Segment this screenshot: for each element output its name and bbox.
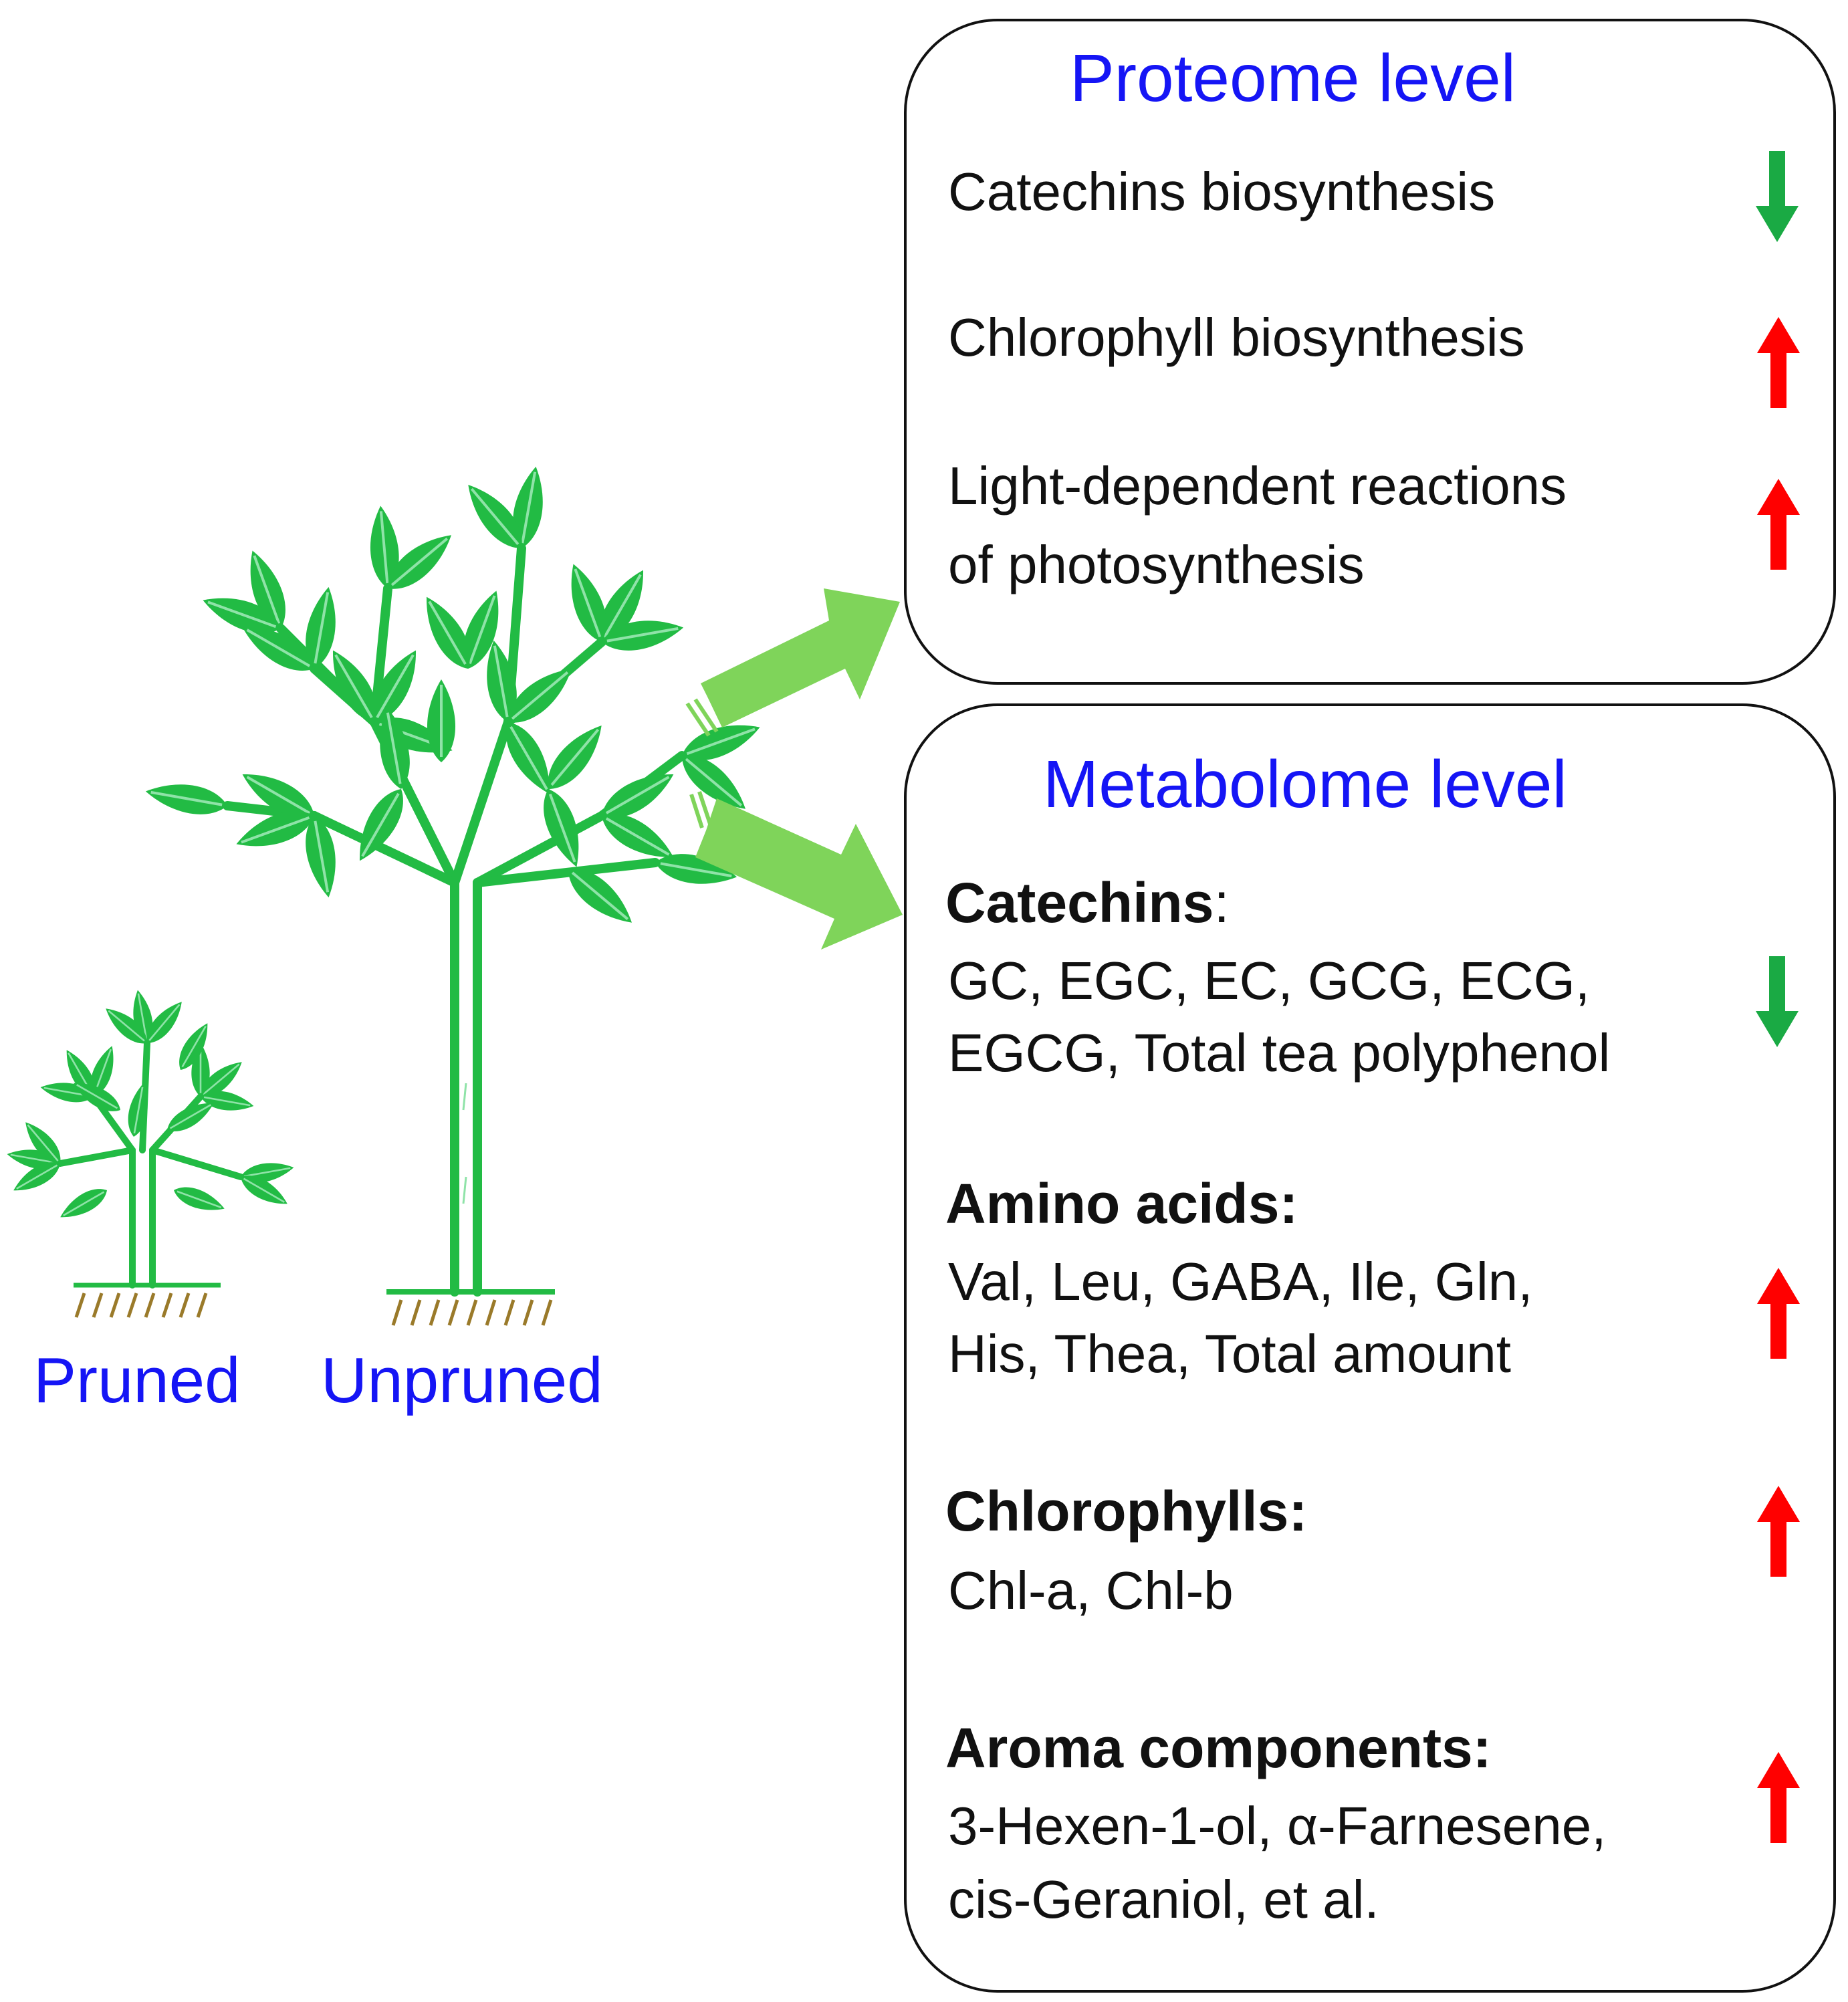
chlorophylls-list-line1: Chl-a, Chl-b (948, 1561, 1234, 1620)
pruned-label: Pruned (33, 1345, 241, 1416)
aroma-components-list-line1: 3-Hexen-1-ol, α-Farnesene, (948, 1796, 1607, 1856)
green-down-arrow-icon (1756, 151, 1799, 242)
catechins-list-line2: EGCG, Total tea polyphenol (948, 1023, 1611, 1083)
amino-acids-list-line2: His, Thea, Total amount (948, 1324, 1511, 1383)
proteome-panel (904, 19, 1836, 685)
pruned-ground (74, 1283, 221, 1318)
proteome-item-catechins: Catechins biosynthesis (948, 162, 1496, 221)
red-up-arrow-icon (1757, 479, 1800, 570)
catechins-heading: Catechins: (945, 871, 1230, 935)
unpruned-label: Unpruned (321, 1345, 603, 1416)
amino-acids-heading: Amino acids: (945, 1172, 1298, 1235)
red-up-arrow-icon (1757, 1486, 1800, 1577)
proteome-item-chlorophyll: Chlorophyll biosynthesis (948, 308, 1525, 367)
red-up-arrow-icon (1757, 1752, 1800, 1843)
unpruned-ground (386, 1289, 555, 1326)
amino-acids-list-line1: Val, Leu, GABA, Ile, Gln, (948, 1252, 1533, 1311)
green-block-arrow-icon (689, 791, 903, 950)
catechins-heading-colon: : (1214, 871, 1230, 934)
catechins-heading-text: Catechins (945, 871, 1214, 934)
metabolome-panel (904, 703, 1836, 1993)
proteome-item-light-reactions-line1: Light-dependent reactions (948, 456, 1567, 516)
proteome-title: Proteome level (1070, 41, 1516, 116)
aroma-components-list-line2: cis-Geraniol, et al. (948, 1870, 1379, 1929)
red-up-arrow-icon (1757, 1268, 1800, 1359)
green-down-arrow-icon (1756, 956, 1799, 1047)
proteome-item-light-reactions-line2: of photosynthesis (948, 535, 1365, 594)
chlorophylls-heading: Chlorophylls: (945, 1480, 1308, 1543)
green-block-arrow-icon (685, 588, 900, 737)
metabolome-title: Metabolome level (1043, 747, 1567, 822)
pruned-plant (4, 987, 297, 1318)
aroma-components-heading: Aroma components: (945, 1716, 1492, 1779)
catechins-list-line1: GC, EGC, EC, GCG, ECG, (948, 951, 1591, 1010)
unpruned-plant (142, 463, 766, 1326)
red-up-arrow-icon (1757, 317, 1800, 408)
